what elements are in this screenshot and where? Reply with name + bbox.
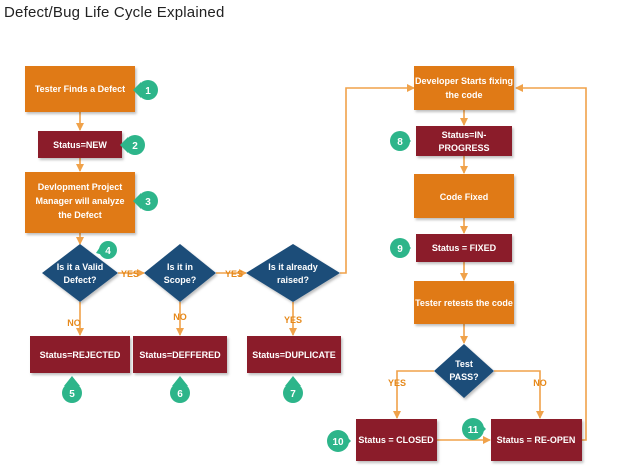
svg-text:4: 4	[105, 246, 111, 257]
dev-manager-text-1: Devlopment Project	[38, 182, 123, 192]
valid-no-label: NO	[67, 318, 81, 328]
status-fixed-box	[416, 234, 512, 262]
node-tester-finds: Tester Finds a Defect	[25, 66, 135, 112]
decision-raised: Is it already raised?	[246, 244, 340, 302]
dev-manager-text-3: the Defect	[58, 210, 102, 220]
closed-box	[356, 419, 437, 461]
dev-fixing-text-1: Developer Starts fixing	[415, 76, 513, 86]
step-badge-1: 1	[133, 80, 158, 100]
step-badge-3: 3	[133, 191, 158, 211]
closed-text: Status = CLOSED	[358, 435, 434, 445]
node-status-fixed: Status = FIXED	[416, 234, 512, 262]
rejected-text: Status=REJECTED	[40, 350, 121, 360]
edges	[76, 84, 587, 444]
svg-text:11: 11	[468, 425, 479, 436]
deferred-text: Status=DEFFERED	[139, 350, 221, 360]
node-retest: Tester retests the code	[414, 281, 514, 324]
decision-valid: Is it a Valid Defect?	[42, 244, 118, 302]
step-badge-10: 10	[327, 430, 351, 452]
retest-text: Tester retests the code	[415, 298, 513, 308]
node-duplicate: Status=DUPLICATE	[247, 336, 341, 373]
code-fixed-box	[414, 174, 514, 218]
step-badge-11: 11	[462, 418, 486, 440]
rejected-box	[30, 336, 130, 373]
edge-pass-closed	[393, 370, 434, 419]
node-dev-manager: Devlopment Project Manager will analyze …	[25, 172, 135, 233]
pass-yes-label: YES	[388, 378, 406, 388]
deferred-box	[133, 336, 227, 373]
status-new-text: Status=NEW	[53, 140, 107, 150]
scope-text-2: Scope?	[164, 275, 197, 285]
raised-diamond	[246, 244, 340, 302]
dev-fixing-text-2: the code	[445, 90, 482, 100]
svg-text:9: 9	[397, 244, 403, 255]
step-badge-7: 7	[283, 376, 303, 403]
raised-yes-label: YES	[284, 315, 302, 325]
step-badge-8: 8	[390, 131, 411, 151]
pass-no-label: NO	[533, 378, 547, 388]
node-dev-fixing: Developer Starts fixing the code	[414, 66, 514, 110]
valid-text-2: Defect?	[63, 275, 96, 285]
in-progress-box	[416, 126, 512, 156]
dev-manager-text-2: Manager will analyze	[35, 196, 124, 206]
node-in-progress: Status=IN- PROGRESS	[416, 126, 512, 156]
node-status-new: Status=NEW	[38, 131, 122, 158]
in-progress-text-1: Status=IN-	[442, 130, 487, 140]
tester-finds-box	[25, 66, 135, 112]
step-badge-6: 6	[170, 376, 190, 403]
edge-raised-devfixing	[340, 84, 415, 274]
step-badges: 1 2 3 4 5 6 7	[62, 80, 486, 452]
svg-text:5: 5	[69, 389, 75, 400]
svg-text:6: 6	[177, 389, 183, 400]
duplicate-box	[247, 336, 341, 373]
test-pass-diamond	[434, 344, 494, 398]
dev-fixing-box	[414, 66, 514, 110]
node-closed: Status = CLOSED	[356, 419, 437, 461]
svg-text:3: 3	[145, 197, 151, 208]
valid-yes-label: YES	[121, 269, 139, 279]
svg-text:10: 10	[332, 437, 344, 448]
scope-diamond	[144, 244, 216, 302]
decision-scope: Is it in Scope?	[144, 244, 216, 302]
step-badge-2: 2	[120, 135, 145, 155]
raised-text-2: raised?	[277, 275, 309, 285]
status-new-box	[38, 131, 122, 158]
scope-no-label: NO	[173, 312, 187, 322]
svg-text:7: 7	[290, 389, 296, 400]
edge-labels: YES NO YES NO YES YES NO	[67, 269, 547, 388]
test-pass-text-2: PASS?	[449, 372, 478, 382]
code-fixed-text: Code Fixed	[440, 192, 489, 202]
svg-text:8: 8	[397, 137, 403, 148]
edge-pass-reopen	[494, 370, 544, 419]
node-deferred: Status=DEFFERED	[133, 336, 227, 373]
scope-text-1: Is it in	[167, 262, 193, 272]
duplicate-text: Status=DUPLICATE	[252, 350, 336, 360]
valid-text-1: Is it a Valid	[57, 262, 104, 272]
step-badge-4: 4	[96, 241, 117, 259]
edge-reopen-devfixing	[515, 84, 587, 441]
node-reopen: Status = RE-OPEN	[491, 419, 582, 461]
raised-text-1: Is it already	[268, 262, 318, 272]
node-code-fixed: Code Fixed	[414, 174, 514, 218]
scope-yes-label: YES	[225, 269, 243, 279]
valid-diamond	[42, 244, 118, 302]
reopen-text: Status = RE-OPEN	[497, 435, 576, 445]
tester-finds-text: Tester Finds a Defect	[35, 84, 125, 94]
node-rejected: Status=REJECTED	[30, 336, 130, 373]
step-badge-9: 9	[390, 238, 411, 258]
in-progress-text-2: PROGRESS	[438, 143, 489, 153]
svg-text:1: 1	[145, 86, 151, 97]
page-title: Defect/Bug Life Cycle Explained	[4, 4, 225, 21]
retest-box	[414, 281, 514, 324]
dev-manager-box	[25, 172, 135, 233]
reopen-box	[491, 419, 582, 461]
svg-text:2: 2	[132, 141, 138, 152]
status-fixed-text: Status = FIXED	[432, 243, 497, 253]
decision-test-pass: Test PASS?	[434, 344, 494, 398]
step-badge-5: 5	[62, 376, 82, 403]
test-pass-text-1: Test	[455, 359, 473, 369]
